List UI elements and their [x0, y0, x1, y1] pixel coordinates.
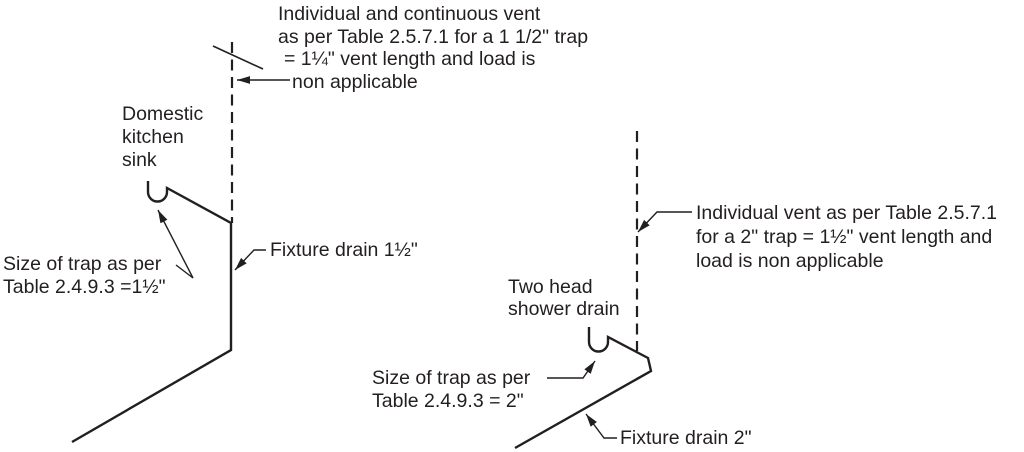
left-fixture-assembly [71, 42, 264, 444]
trap-size-right-label: Size of trap as per Table 2.4.9.3 = 2" [372, 367, 530, 413]
fixture-drain-right-label: Fixture drain 2" [620, 427, 752, 449]
trap-size-right-arrow [547, 360, 596, 379]
trap-size-left-label: Size of trap as per Table 2.4.9.3 =1½" [3, 253, 166, 299]
fixture-drain-right-arrow [585, 413, 617, 439]
label-line: sink [122, 149, 157, 171]
right-vent-note-arrow [637, 211, 692, 233]
leader-arrows [157, 76, 692, 439]
label-line: Size of trap as per [3, 253, 162, 275]
label-line: Two head [508, 276, 593, 298]
note-line: non applicable [292, 70, 418, 93]
right-fixture-assembly [514, 131, 653, 450]
note-line: as per Table 2.5.7.1 for a 1 1/2" trap [278, 25, 589, 48]
label-line: Table 2.4.9.3 =1½" [3, 276, 166, 298]
label-line: kitchen [122, 126, 184, 148]
note-line: load is non applicable [696, 250, 884, 272]
fixture-drain-left-label: Fixture drain 1½" [270, 239, 418, 261]
note-line: Individual and continuous vent [278, 3, 541, 25]
shower-drain-label: Two head shower drain [508, 276, 620, 320]
right-trap-and-fixture-drain [514, 327, 653, 450]
trap-size-left-arrow [157, 209, 194, 279]
label-line: Size of trap as per [372, 367, 531, 389]
label-line: shower drain [508, 298, 620, 320]
label-line: Domestic [122, 103, 204, 125]
label-line: Table 2.4.9.3 = 2" [372, 390, 524, 412]
right-vent-note: Individual vent as per Table 2.5.7.1 for… [696, 201, 997, 273]
top-vent-note: Individual and continuous vent as per Ta… [278, 3, 588, 93]
left-vent-break-mark [212, 45, 264, 70]
note-line: Individual vent as per Table 2.5.7.1 [696, 202, 998, 224]
left-trap-and-fixture-drain [71, 181, 233, 444]
kitchen-sink-label: Domestic kitchen sink [122, 103, 203, 172]
fixture-drain-left-arrow [234, 249, 266, 271]
note-line: = 1¼" vent length and load is [284, 48, 536, 70]
note-line: for a 2" trap = 1½" vent length and [696, 226, 993, 248]
